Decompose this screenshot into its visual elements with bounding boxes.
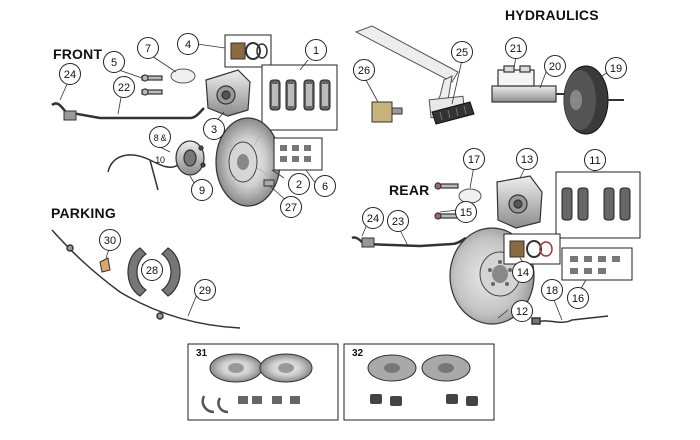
rear-caliper — [496, 175, 543, 229]
callout-24-front: 24 — [59, 63, 81, 85]
parking-brake-shoes — [127, 247, 181, 297]
callout-leader-lines — [59, 43, 609, 321]
kit-32-label: 32 — [352, 348, 364, 359]
callout-26: 26 — [353, 59, 375, 81]
kit-box-32 — [343, 343, 495, 421]
callout-22: 22 — [113, 76, 135, 98]
callout-29: 29 — [194, 279, 216, 301]
rear-pads-kit — [555, 171, 641, 239]
callout-24-rear: 24 — [362, 207, 384, 229]
master-cylinder — [491, 65, 572, 103]
parking-section-title: PARKING — [51, 205, 116, 221]
callout-6: 6 — [314, 175, 336, 197]
rear-seal-kit — [503, 233, 561, 265]
callout-25: 25 — [451, 41, 473, 63]
rear-section-title: REAR — [389, 182, 430, 198]
pedal-pad — [431, 101, 475, 125]
front-rotor — [215, 117, 281, 207]
kit-31-label: 31 — [196, 348, 208, 359]
front-grease-packet — [170, 68, 196, 84]
callout-3: 3 — [203, 118, 225, 140]
parking-brake-cable — [51, 229, 241, 329]
front-bleeder-screw — [263, 179, 275, 187]
callout-21: 21 — [505, 37, 527, 59]
callout-5: 5 — [103, 51, 125, 73]
callout-28: 28 — [141, 259, 163, 281]
callout-7: 7 — [137, 37, 159, 59]
callout-9: 9 — [191, 179, 213, 201]
callout-30: 30 — [99, 229, 121, 251]
callout-2: 2 — [288, 173, 310, 195]
callout-1: 1 — [305, 39, 327, 61]
callout-20: 20 — [544, 55, 566, 77]
callout-16: 16 — [567, 287, 589, 309]
brake-booster — [563, 65, 624, 135]
callout-11: 11 — [584, 149, 606, 171]
brake-light-switch — [371, 101, 403, 123]
rear-clip-kit — [561, 247, 633, 281]
callout-19: 19 — [605, 57, 627, 79]
front-seal-kit — [224, 34, 272, 68]
front-caliper — [205, 69, 251, 117]
kit-box-31 — [187, 343, 339, 421]
front-pads-kit — [261, 64, 338, 131]
hydraulics-section-title: HYDRAULICS — [505, 7, 599, 23]
callout-12: 12 — [511, 300, 533, 322]
front-hub-bearing — [175, 140, 206, 176]
callout-13: 13 — [516, 148, 538, 170]
callout-4: 4 — [177, 33, 199, 55]
front-section-title: FRONT — [53, 46, 103, 62]
callout-15: 15 — [455, 201, 477, 223]
callout-27: 27 — [280, 196, 302, 218]
parking-hardware — [99, 257, 111, 273]
front-guide-bolts — [141, 74, 163, 96]
callout-18: 18 — [541, 279, 563, 301]
front-clip-kit — [273, 137, 323, 171]
rear-abs-sensor-wire — [531, 315, 609, 325]
callout-23: 23 — [387, 210, 409, 232]
callout-14: 14 — [512, 261, 534, 283]
callout-8-10: 8 & 10 — [149, 126, 171, 165]
front-brake-hose — [51, 102, 205, 121]
callout-17: 17 — [463, 148, 485, 170]
front-abs-sensor-wire — [107, 154, 179, 191]
rear-brake-hose — [351, 236, 467, 248]
